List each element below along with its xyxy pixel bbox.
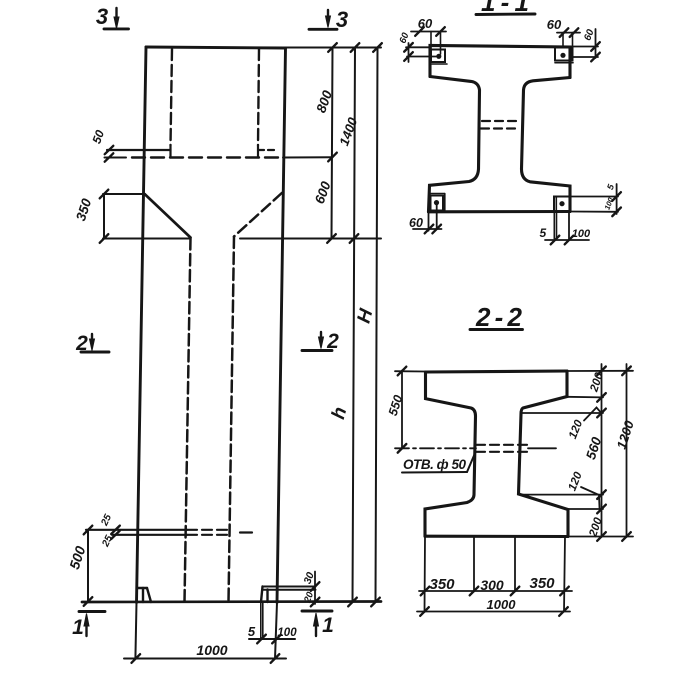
svg-text:25: 25: [99, 512, 114, 528]
svg-text:100: 100: [572, 228, 591, 240]
svg-text:1: 1: [322, 614, 334, 637]
svg-text:20: 20: [302, 590, 317, 605]
svg-text:1000: 1000: [196, 642, 227, 658]
svg-text:300: 300: [480, 577, 504, 593]
svg-text:50: 50: [89, 128, 107, 146]
svg-text:350: 350: [73, 196, 94, 223]
svg-text:3: 3: [336, 7, 348, 32]
svg-text:25: 25: [100, 533, 115, 549]
svg-text:550: 550: [386, 393, 406, 417]
svg-text:60: 60: [547, 17, 562, 32]
svg-text:60: 60: [409, 216, 423, 230]
svg-text:30: 30: [302, 570, 317, 585]
svg-text:60: 60: [418, 16, 433, 31]
svg-text:100: 100: [603, 195, 616, 211]
svg-text:5: 5: [605, 182, 616, 191]
svg-text:1: 1: [72, 616, 84, 639]
svg-text:100: 100: [277, 627, 297, 639]
svg-text:1000: 1000: [487, 597, 517, 612]
svg-text:1 - 1: 1 - 1: [481, 0, 529, 17]
svg-text:350: 350: [429, 576, 455, 593]
svg-text:2: 2: [75, 332, 88, 355]
svg-text:2: 2: [326, 330, 339, 353]
svg-text:500: 500: [66, 544, 89, 571]
svg-text:5: 5: [248, 624, 256, 639]
svg-text:800: 800: [313, 88, 335, 115]
svg-text:2 - 2: 2 - 2: [475, 302, 523, 332]
svg-text:h: h: [328, 405, 351, 422]
svg-text:3: 3: [96, 4, 108, 29]
svg-text:350: 350: [529, 575, 555, 592]
svg-text:5: 5: [539, 226, 546, 240]
svg-text:560: 560: [583, 435, 604, 462]
svg-text:60: 60: [582, 28, 596, 43]
svg-text:60: 60: [397, 31, 411, 45]
svg-text:ОТВ. ф 50: ОТВ. ф 50: [403, 457, 466, 472]
svg-text:600: 600: [312, 179, 334, 206]
